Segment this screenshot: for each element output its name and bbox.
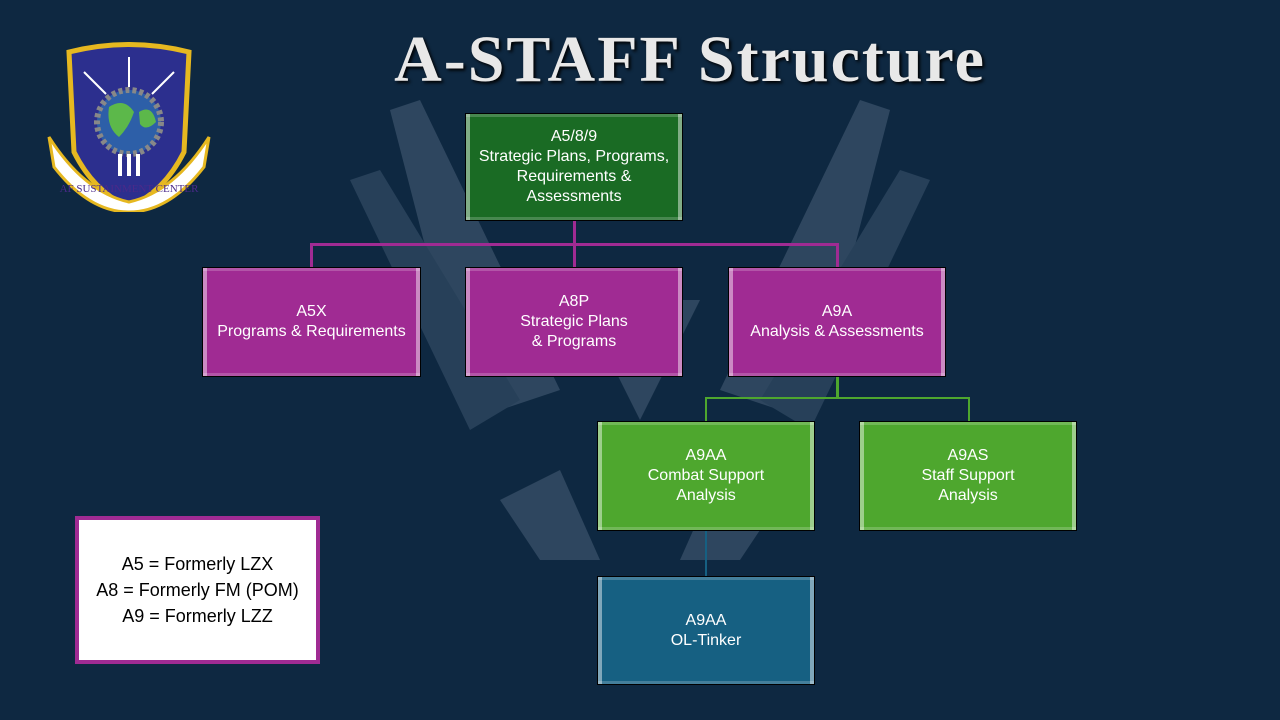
connector-line xyxy=(836,243,839,267)
org-label: OL-Tinker xyxy=(670,631,742,649)
legend-item: A9 = Formerly LZZ xyxy=(122,606,273,626)
org-label: Assessments xyxy=(526,188,622,205)
connector-line xyxy=(310,243,313,267)
org-label: Strategic Plans xyxy=(520,313,628,330)
org-label: & Programs xyxy=(531,333,617,350)
org-box-a9as: A9AS Staff Support Analysis xyxy=(859,421,1077,531)
org-box-a9a: A9A Analysis & Assessments xyxy=(728,267,946,377)
org-code: A9A xyxy=(821,303,853,320)
org-code: A5X xyxy=(296,303,327,320)
connector-line xyxy=(705,531,707,576)
org-code: A5/8/9 xyxy=(550,128,598,145)
legend-item: A5 = Formerly LZX xyxy=(121,554,274,574)
org-code: A9AA xyxy=(685,447,727,464)
org-box-ol-tinker: A9AA OL-Tinker xyxy=(597,576,815,685)
org-label: Analysis xyxy=(676,487,736,504)
org-label: Staff Support xyxy=(921,467,1015,484)
org-label: Analysis & Assessments xyxy=(750,323,924,340)
org-label: Strategic Plans, Programs, xyxy=(478,148,670,165)
legend-item: A8 = Formerly FM (POM) xyxy=(96,580,299,600)
org-label: Combat Support xyxy=(647,467,765,484)
legend-box: A5 = Formerly LZX A8 = Formerly FM (POM)… xyxy=(75,516,320,664)
connector-line xyxy=(968,397,970,421)
org-box-a589: A5/8/9 Strategic Plans, Programs, Requir… xyxy=(465,113,683,221)
org-code: A9AS xyxy=(947,447,989,464)
org-code: A9AA xyxy=(685,611,727,629)
org-code: A8P xyxy=(558,293,590,310)
org-box-a8p: A8P Strategic Plans & Programs xyxy=(465,267,683,377)
connector-line xyxy=(705,397,707,421)
connector-line xyxy=(705,397,970,399)
org-label: Requirements & xyxy=(516,168,632,185)
org-label: Analysis xyxy=(938,487,998,504)
slide-title: A-STAFF Structure xyxy=(394,23,986,96)
org-box-a9aa: A9AA Combat Support Analysis xyxy=(597,421,815,531)
connector-line xyxy=(836,377,839,399)
org-label: Programs & Requirements xyxy=(217,323,406,340)
org-box-a5x: A5X Programs & Requirements xyxy=(202,267,421,377)
logo-shield: AF SUSTAINMENT CENTER xyxy=(47,42,211,212)
connector-line xyxy=(310,243,839,246)
svg-text:AF SUSTAINMENT CENTER: AF SUSTAINMENT CENTER xyxy=(60,183,200,195)
